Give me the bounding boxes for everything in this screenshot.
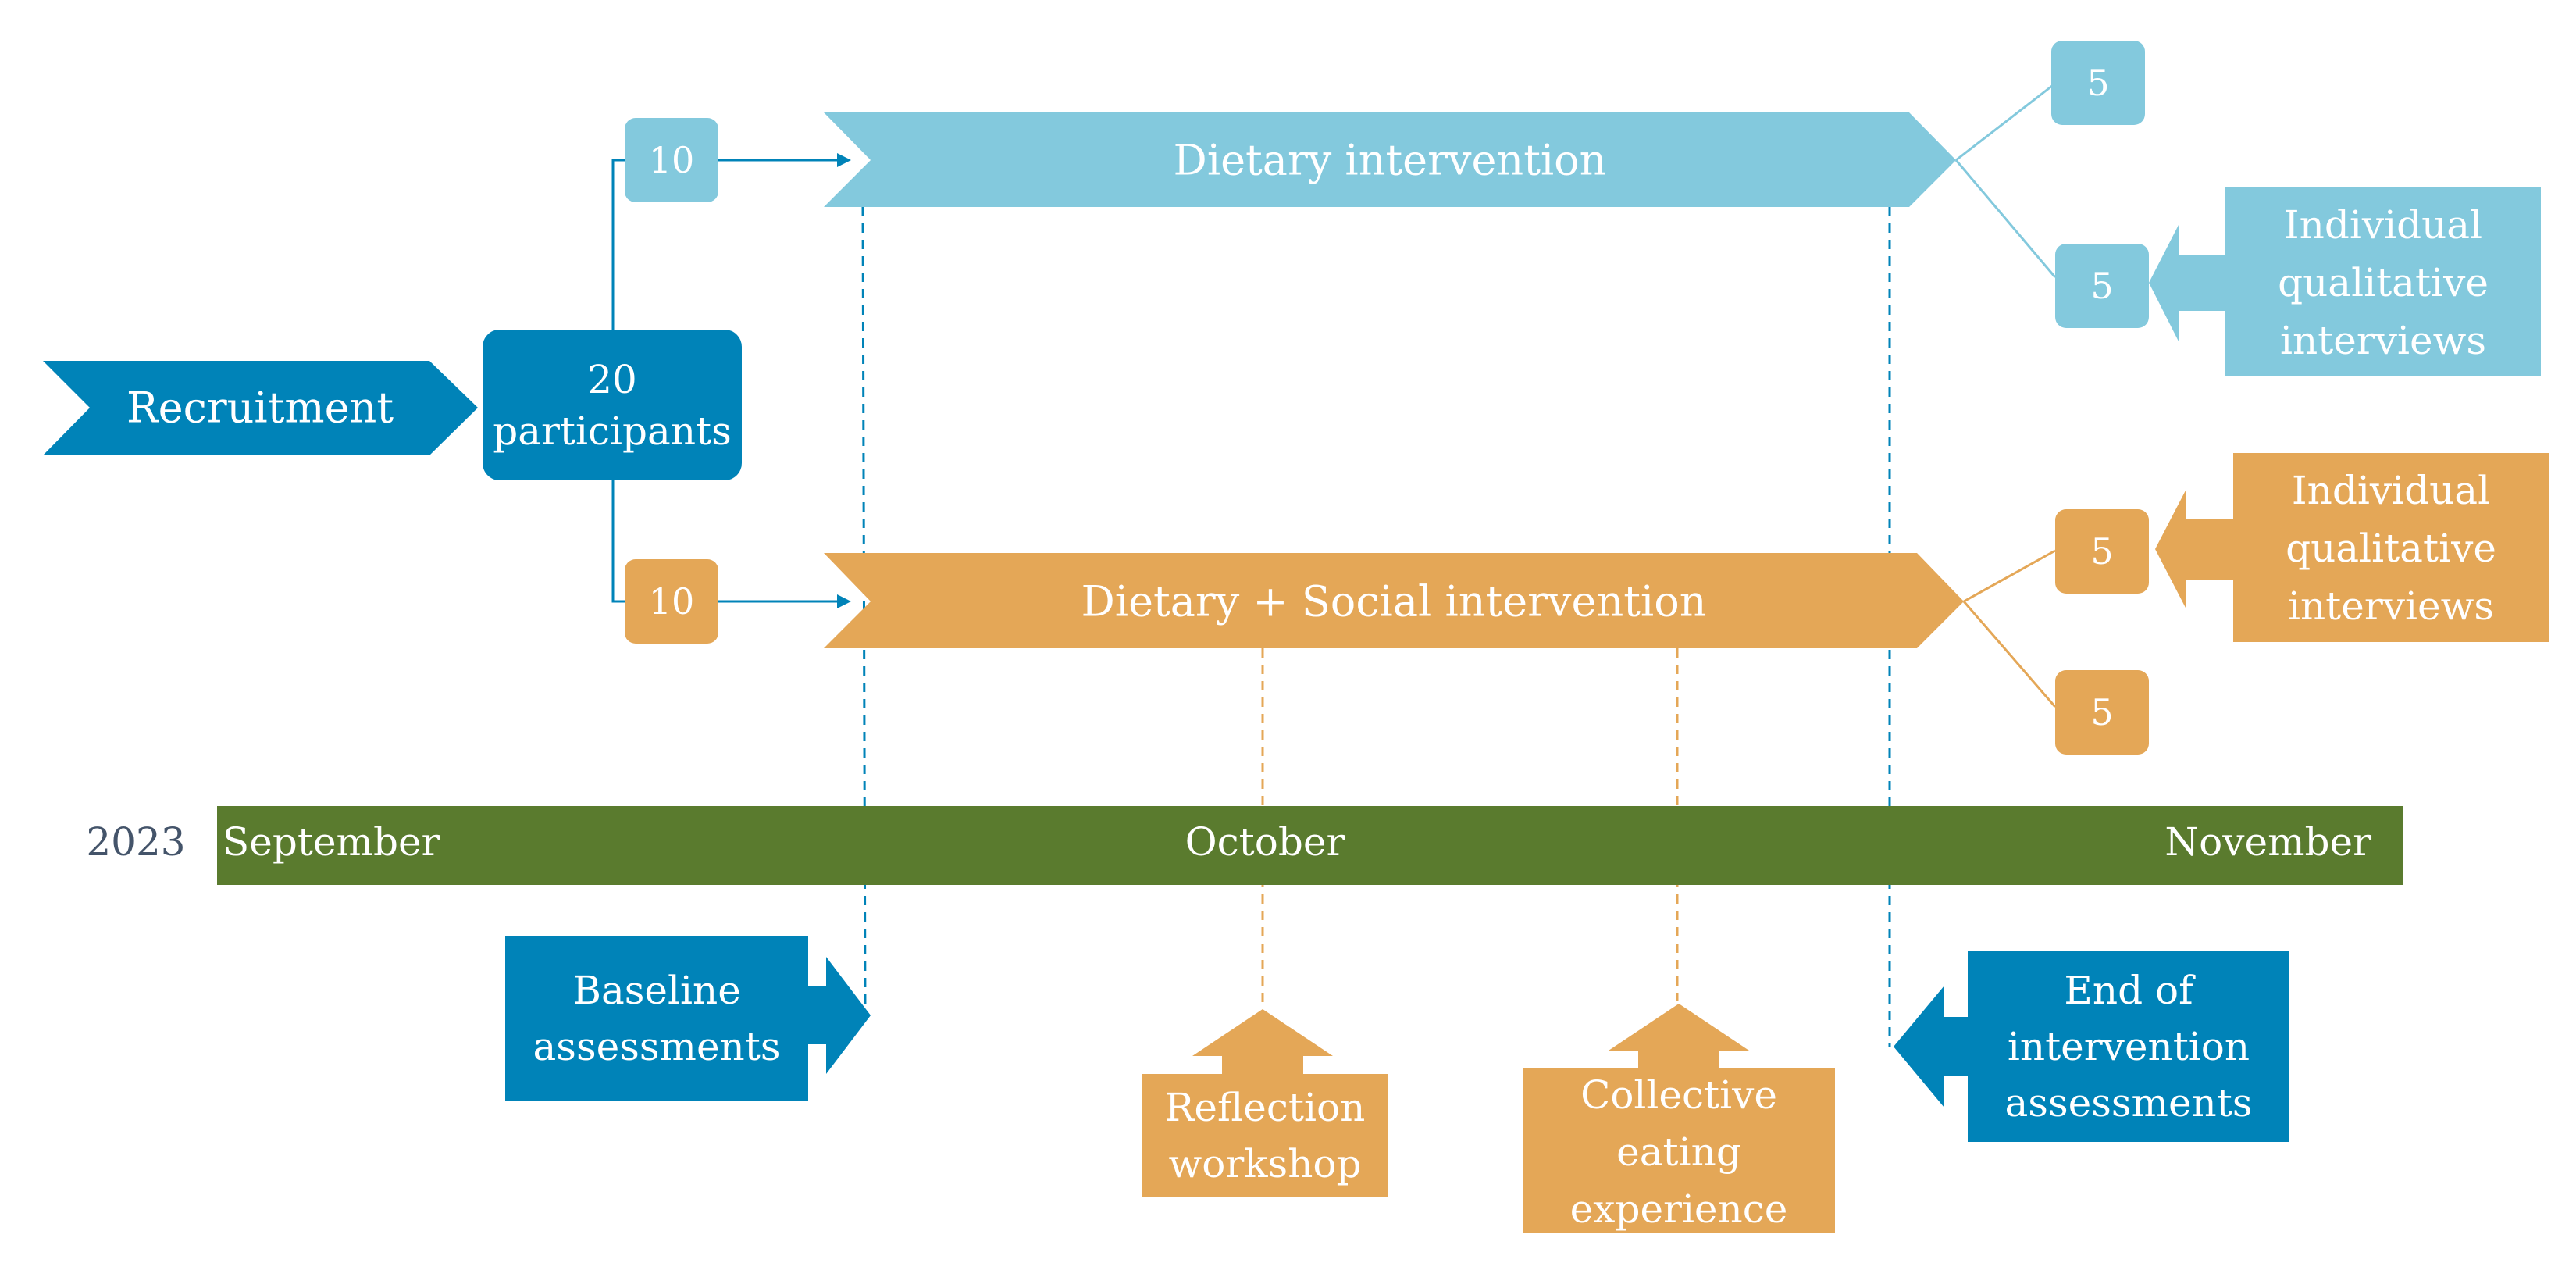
dietary-split-count-top: 5 — [2086, 62, 2109, 104]
collective-line-1: Collective — [1580, 1072, 1777, 1118]
end-line-2: intervention — [2008, 1024, 2250, 1069]
social-split-box-top: 5 — [2055, 509, 2149, 594]
baseline-line-1: Baseline — [572, 968, 741, 1013]
timeline-year: 2023 — [86, 819, 185, 865]
dietary-split-box-bottom-bg — [2055, 244, 2149, 328]
end-line-1: End of — [2064, 968, 2196, 1013]
reflection-line-1: Reflection — [1165, 1085, 1366, 1130]
dietary-group-count-bg — [625, 118, 718, 202]
dietary-split-box-top-bg — [2051, 41, 2145, 125]
social-split-count-top: 5 — [2090, 530, 2113, 573]
social-interviews-callout: Individual qualitative interviews — [2155, 453, 2549, 642]
social-split-count-bottom: 5 — [2090, 691, 2113, 733]
collective-eating-callout: Collective eating experience — [1523, 1004, 1835, 1233]
timeline-month-september: September — [223, 819, 440, 865]
collective-line-3: experience — [1570, 1186, 1788, 1232]
timeline: 2023 September October November — [86, 806, 2403, 885]
timeline-bar — [217, 806, 2403, 885]
reflection-line-2: workshop — [1168, 1141, 1361, 1186]
baseline-assessments-callout: Baseline assessments — [505, 936, 871, 1101]
participants-count: 20 — [587, 357, 637, 402]
social-interviews-callout-shape — [2155, 453, 2549, 642]
social-group-count-box: 10 — [625, 559, 718, 644]
collective-line-2: eating — [1616, 1129, 1741, 1175]
dietary-intervention-label: Dietary intervention — [1174, 136, 1607, 185]
end-of-intervention-callout: End of intervention assessments — [1894, 951, 2289, 1142]
participants-label: participants — [493, 408, 732, 454]
dietary-group-count-box: 10 — [625, 118, 718, 202]
split-dietary-top — [1955, 84, 2053, 162]
dietary-interviews-line-2: qualitative — [2278, 260, 2489, 305]
dietary-split-box-bottom: 5 — [2055, 244, 2149, 328]
end-callout-shape — [1894, 951, 2289, 1142]
social-intervention-chevron — [824, 553, 1964, 648]
split-dietary-bottom — [1954, 159, 2057, 278]
arrowhead-social-intervention — [837, 594, 851, 608]
dietary-split-box-top: 5 — [2051, 41, 2145, 125]
split-social-bottom — [1962, 601, 2057, 708]
connector-to-dietary-group — [611, 159, 625, 332]
dietary-group-count: 10 — [649, 139, 695, 181]
baseline-line-2: assessments — [533, 1024, 781, 1069]
dietary-interviews-callout: Individual qualitative interviews — [2149, 187, 2541, 376]
dietary-interviews-line-1: Individual — [2284, 202, 2482, 248]
social-interviews-line-2: qualitative — [2286, 526, 2496, 571]
baseline-dashed-marker — [861, 206, 867, 1015]
social-split-box-bottom: 5 — [2055, 670, 2149, 755]
timeline-month-november: November — [2164, 819, 2371, 865]
baseline-callout-shape — [505, 936, 871, 1101]
social-intervention-label: Dietary + Social intervention — [1081, 577, 1707, 626]
connector-to-social-group — [611, 480, 625, 603]
timeline-month-october: October — [1185, 819, 1345, 865]
recruitment-label: Recruitment — [126, 383, 394, 433]
split-social-top — [1963, 549, 2056, 603]
recruitment-step: Recruitment — [43, 361, 478, 455]
recruitment-chevron — [43, 361, 478, 455]
social-split-box-bottom-bg — [2055, 670, 2149, 755]
dietary-split-count-bottom: 5 — [2090, 265, 2113, 307]
dietary-intervention-arrow: Dietary intervention — [824, 112, 1956, 207]
social-interviews-line-1: Individual — [2292, 468, 2490, 513]
arrowhead-dietary-intervention — [837, 153, 851, 167]
participants-box-bg — [483, 330, 742, 480]
connector-lines — [611, 84, 2057, 1047]
dietary-interviews-line-3: interviews — [2280, 318, 2486, 363]
reflection-callout-shape — [1142, 1009, 1388, 1197]
social-group-count: 10 — [649, 580, 695, 623]
dietary-intervention-chevron — [824, 112, 1956, 207]
social-interviews-line-3: interviews — [2288, 583, 2494, 629]
end-line-3: assessments — [2005, 1080, 2253, 1126]
social-intervention-arrow: Dietary + Social intervention — [824, 553, 1964, 648]
collective-callout-shape — [1523, 1004, 1835, 1233]
reflection-workshop-callout: Reflection workshop — [1142, 1009, 1388, 1197]
social-group-count-bg — [625, 559, 718, 644]
social-split-box-top-bg — [2055, 509, 2149, 594]
dietary-interviews-callout-shape — [2149, 187, 2541, 376]
participants-box: 20 participants — [483, 330, 742, 480]
